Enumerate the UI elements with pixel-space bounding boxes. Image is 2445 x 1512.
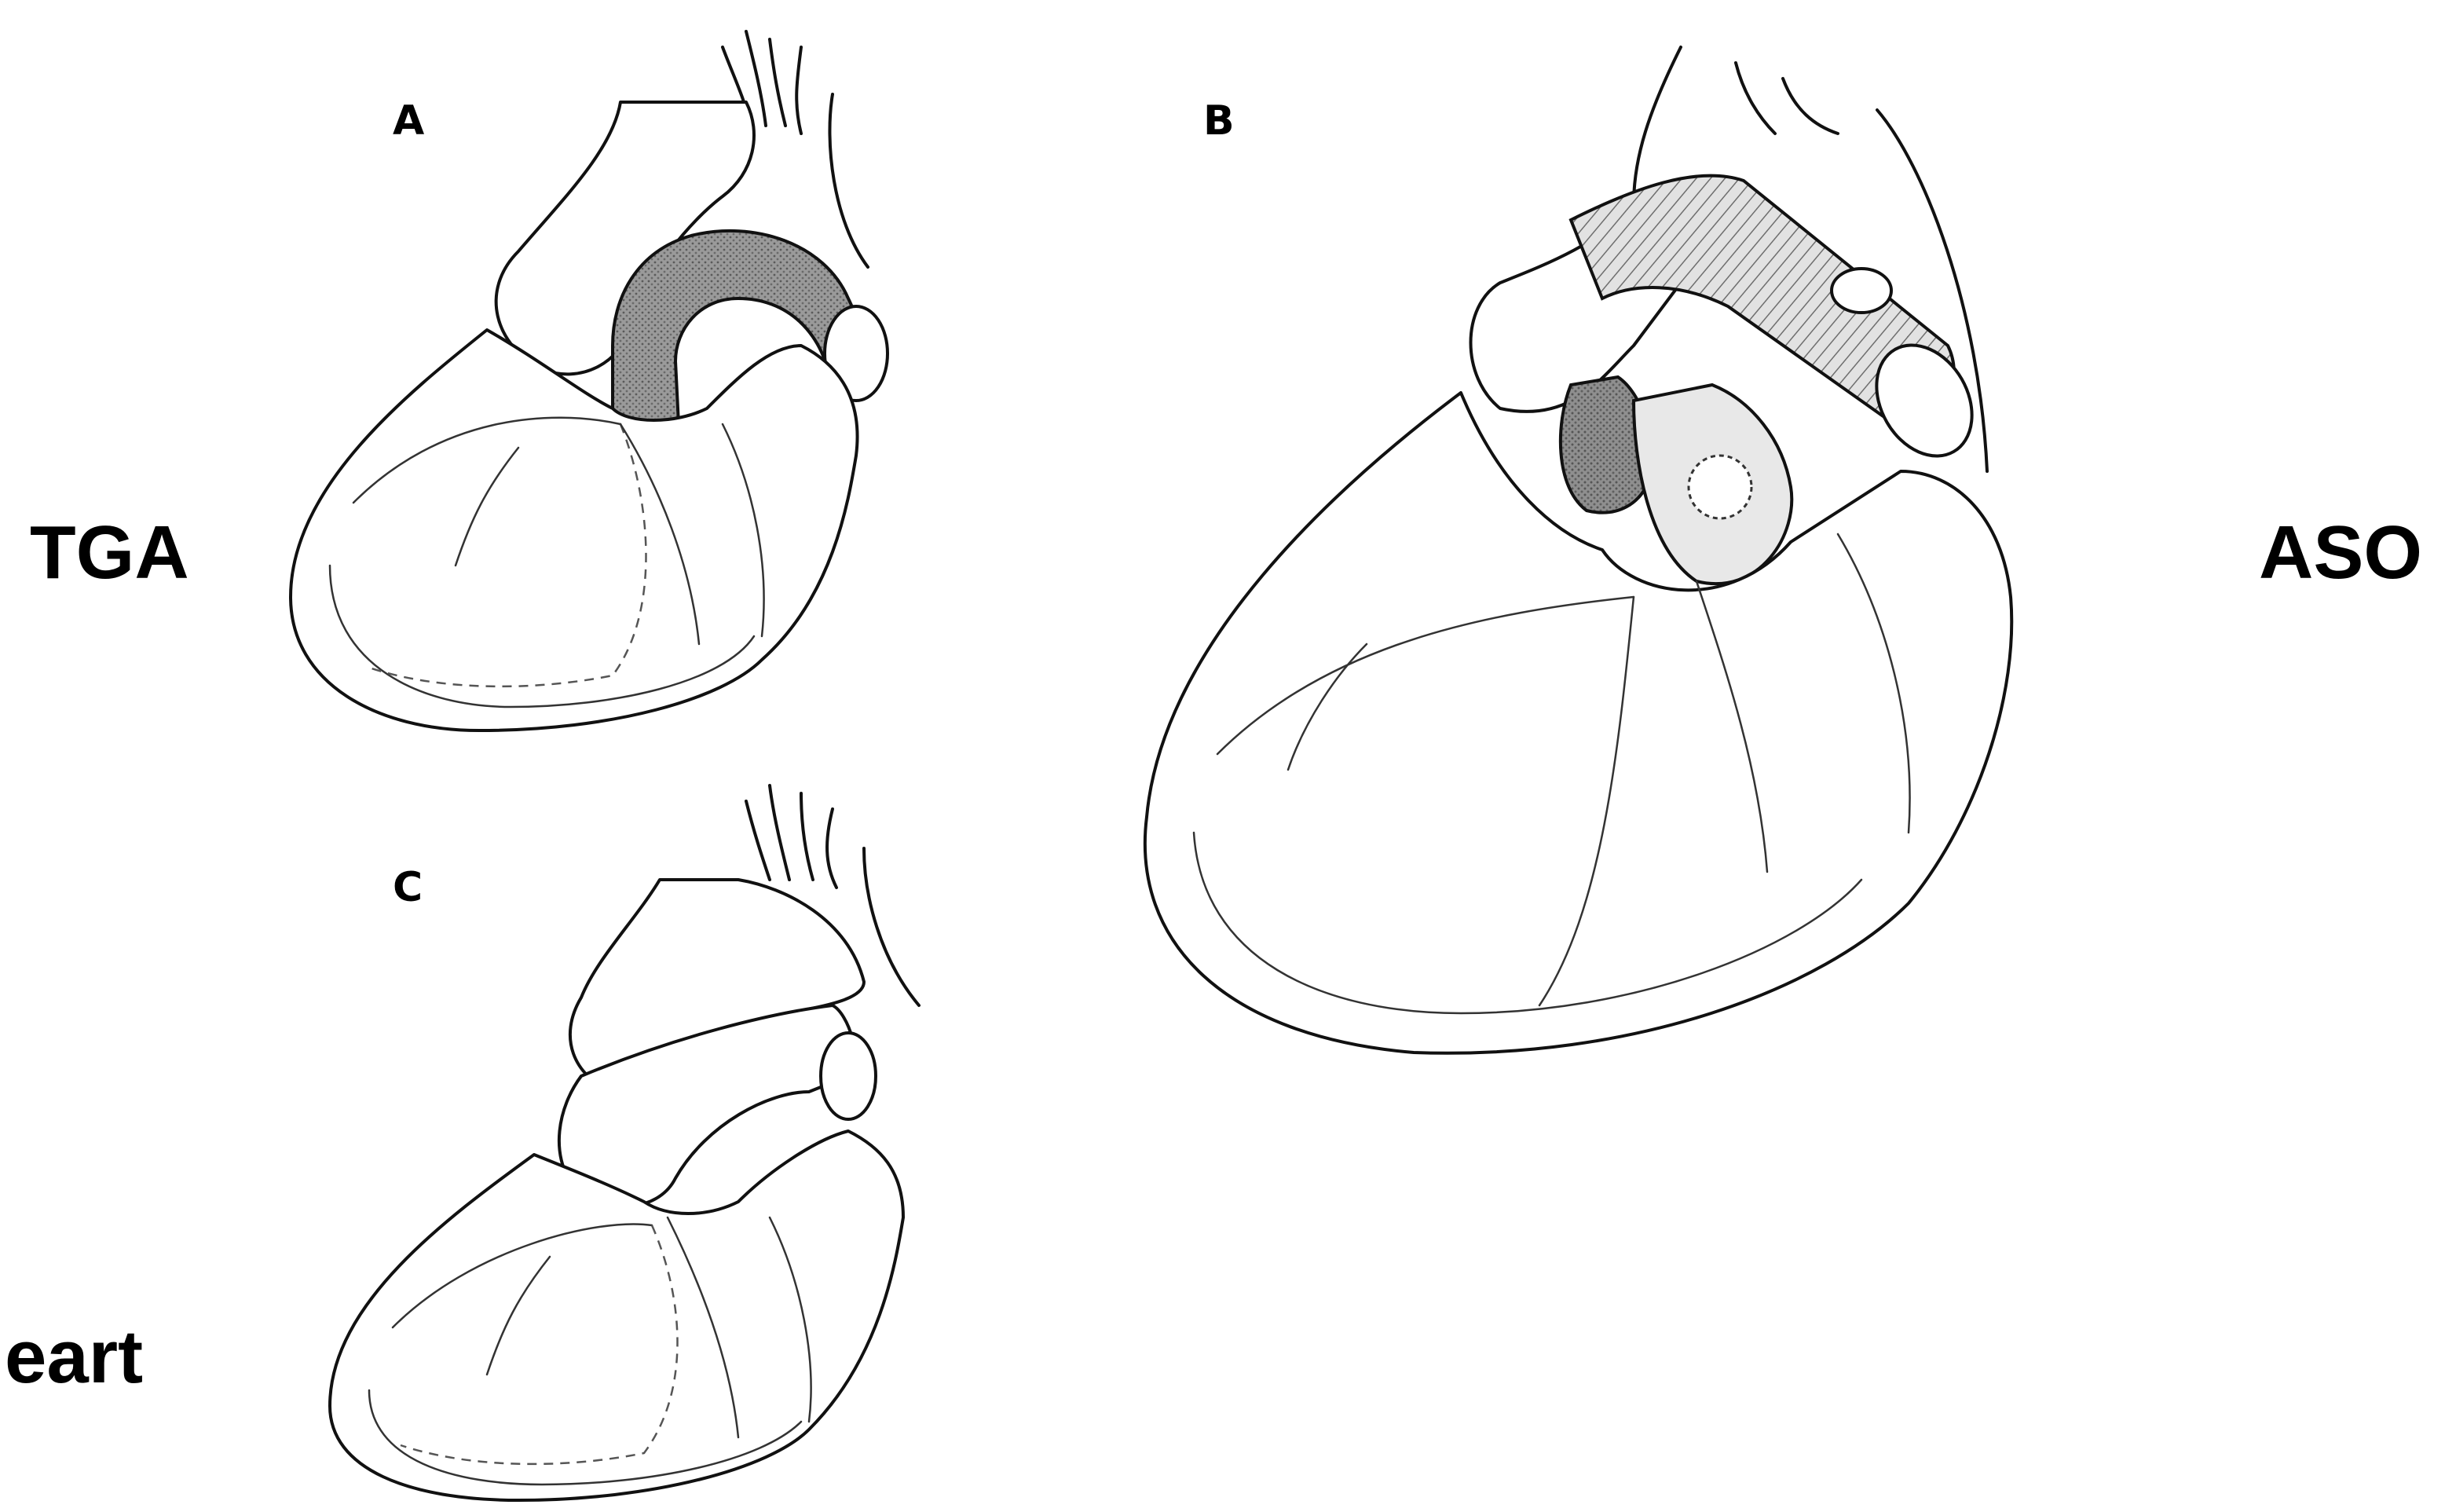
aso-label: ASO <box>2259 515 2422 591</box>
vessel-stump-b <box>1832 269 1891 313</box>
heart-illustration-c <box>298 778 942 1508</box>
heart-label-fragment: eart <box>5 1320 143 1395</box>
heart-illustration-a <box>283 16 911 738</box>
tga-label: TGA <box>30 515 189 591</box>
pulmonary-artery-cut-end-c <box>821 1033 876 1119</box>
heart-illustration-b <box>1131 47 2105 1060</box>
